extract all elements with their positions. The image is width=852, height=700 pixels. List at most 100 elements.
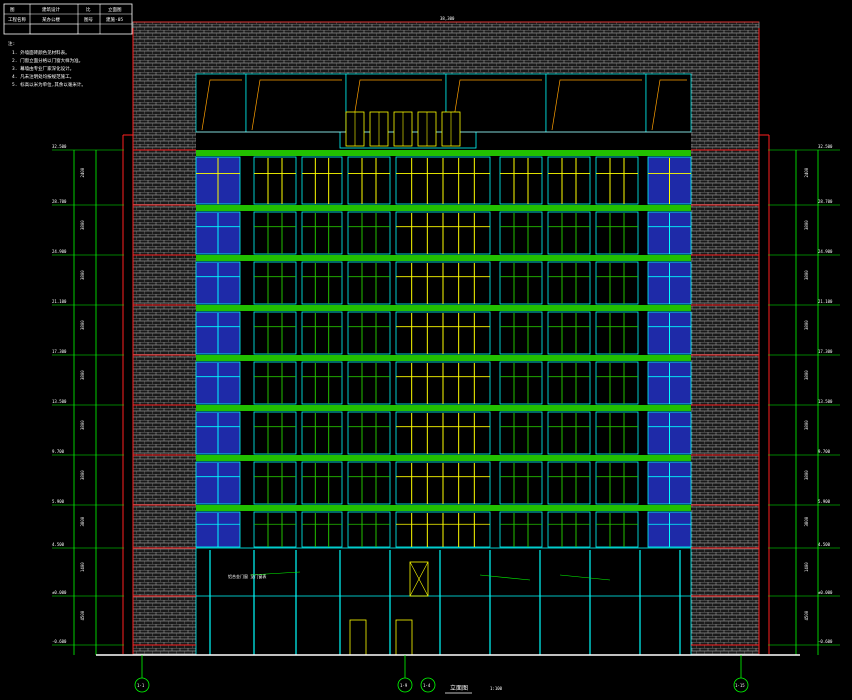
dimension-label: 1400 — [80, 562, 85, 572]
dimension-label: 3800 — [80, 470, 85, 480]
window-frame — [347, 461, 391, 505]
window-frame — [547, 261, 591, 305]
dimension-label: 3800 — [804, 470, 809, 480]
level-label: 9.700 — [818, 449, 831, 454]
window-frame — [347, 411, 391, 455]
callout-leader — [249, 571, 301, 576]
window-frame — [301, 156, 343, 205]
floor-band — [196, 405, 691, 411]
window-frame — [301, 361, 343, 405]
window-frame — [547, 211, 591, 255]
dimension-label: 3800 — [804, 270, 809, 280]
window-frame — [301, 461, 343, 505]
window-frame — [253, 211, 297, 255]
level-label: 21.100 — [818, 299, 833, 304]
dimension-label: 3800 — [80, 516, 85, 526]
level-label: 24.900 — [52, 249, 67, 254]
tb-r1c3: 比 — [86, 6, 91, 13]
level-label: 4.500 — [818, 542, 831, 547]
floor-band — [196, 150, 691, 156]
floor-level-lines — [133, 149, 759, 646]
window-frame — [253, 156, 297, 205]
tb-r2c4: 建施-05 — [106, 16, 123, 23]
dimension-label: 3800 — [80, 320, 85, 330]
tb-r2c3: 图号 — [84, 17, 93, 23]
window-frame — [547, 156, 591, 205]
window-frame — [547, 411, 591, 455]
parapet-bay — [195, 73, 247, 133]
window-frame — [499, 261, 543, 305]
window-frame — [347, 511, 391, 548]
floor-band — [196, 455, 691, 461]
parapet-slope — [251, 79, 342, 131]
window-frame — [595, 411, 639, 455]
window-frame — [253, 461, 297, 505]
dimension-label: 2400 — [804, 167, 809, 177]
dimension-label: 3800 — [804, 320, 809, 330]
axis-label-right: 1-15 — [735, 683, 745, 688]
axis-label-center-b: 1-4 — [423, 683, 431, 688]
floor-band — [196, 505, 691, 511]
window-frame — [253, 261, 297, 305]
window-frame — [347, 311, 391, 355]
dimension-label: 3800 — [804, 370, 809, 380]
level-label: ±0.000 — [52, 590, 67, 595]
window-frame — [547, 511, 591, 548]
window-frame — [253, 511, 297, 548]
tb-r1c1: 图 — [10, 7, 15, 13]
window-frame — [499, 311, 543, 355]
level-label: 17.300 — [52, 349, 67, 354]
dimension-label: 3800 — [804, 220, 809, 230]
dimension-label: 2400 — [80, 167, 85, 177]
left-dimension-chain: 32.50028.700240024.900380021.100380017.3… — [52, 144, 124, 655]
entrance-sign-x — [409, 561, 429, 597]
annotation-callout: 铝合金门窗 见门窗表 — [228, 573, 266, 579]
level-label: -0.600 — [52, 639, 67, 644]
ground-floor-storefront: 铝合金门窗 见门窗表 — [195, 547, 692, 656]
parapet-slope — [651, 79, 687, 131]
window-frame — [595, 211, 639, 255]
level-label: ±0.000 — [818, 590, 833, 595]
dimension-label: 3800 — [80, 270, 85, 280]
note-line-3: 3. 幕墙由专业厂家深化设计。 — [12, 65, 74, 72]
dimension-label: 4500 — [804, 610, 809, 620]
level-label: 17.300 — [818, 349, 833, 354]
level-label: 28.700 — [818, 199, 833, 204]
tb-r1c4: 立面图 — [108, 6, 122, 13]
level-label: 13.500 — [818, 399, 833, 404]
floor-band — [196, 205, 691, 211]
level-label: 9.700 — [52, 449, 65, 454]
window-frame — [595, 461, 639, 505]
window-frame — [547, 461, 591, 505]
notes-heading: 注: — [8, 40, 15, 47]
overall-width-label: 38,300 — [440, 16, 455, 21]
tb-r2c1: 工程名称 — [8, 16, 26, 23]
level-label: 5.900 — [818, 499, 831, 504]
window-frame — [347, 261, 391, 305]
window-frame — [595, 261, 639, 305]
dimension-label: 1400 — [804, 562, 809, 572]
window-frame — [547, 311, 591, 355]
parapet-slope — [201, 79, 242, 131]
level-label: 4.500 — [52, 542, 65, 547]
axis-markers — [134, 655, 749, 693]
dimension-label: 3800 — [80, 420, 85, 430]
window-frame — [595, 156, 639, 205]
window-frame — [347, 361, 391, 405]
window-frame — [301, 261, 343, 305]
red-outline — [122, 28, 770, 654]
floor-band — [196, 255, 691, 261]
window-frame — [301, 211, 343, 255]
window-frame — [499, 361, 543, 405]
note-line-2: 2. 门窗立面分格以门窗大样为准。 — [12, 57, 83, 64]
floor-band — [196, 305, 691, 311]
dimension-label: 3800 — [80, 220, 85, 230]
level-label: 21.100 — [52, 299, 67, 304]
parapet-bay — [245, 73, 347, 133]
floor-band — [196, 355, 691, 361]
note-line-1: 1. 外墙面砖颜色见材料表。 — [12, 49, 70, 56]
level-label: 28.700 — [52, 199, 67, 204]
window-frame — [347, 156, 391, 205]
window-frame — [595, 511, 639, 548]
tb-r2c2: 某办公楼 — [42, 16, 60, 23]
